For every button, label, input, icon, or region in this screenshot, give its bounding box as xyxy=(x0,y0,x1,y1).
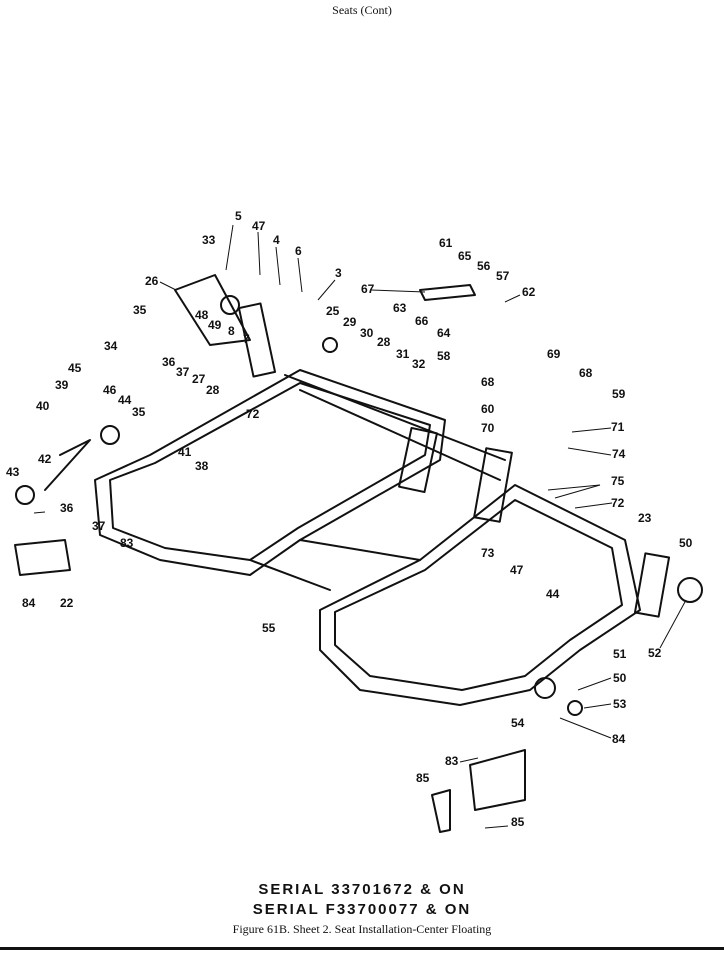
callout: 59 xyxy=(612,387,626,401)
callout: 25 xyxy=(326,304,340,318)
callout: 22 xyxy=(60,596,74,610)
callout: 45 xyxy=(68,361,82,375)
callout: 47 xyxy=(510,563,524,577)
callout: 83 xyxy=(120,536,134,550)
callout: 73 xyxy=(481,546,495,560)
callout: 29 xyxy=(343,315,357,329)
callout: 36 xyxy=(60,501,74,515)
callout: 85 xyxy=(416,771,430,785)
callout: 7 xyxy=(243,332,250,346)
callout: 33 xyxy=(202,233,216,247)
callout-labels: 5 47 33 4 6 3 26 48 49 8 7 25 29 30 35 3… xyxy=(6,209,693,829)
left-seat-frame xyxy=(94,369,446,576)
callout: 46 xyxy=(103,383,117,397)
callout: 54 xyxy=(511,716,525,730)
callout: 50 xyxy=(613,671,627,685)
figure-caption: Figure 61B. Sheet 2. Seat Installation-C… xyxy=(232,922,492,936)
callout: 32 xyxy=(412,357,426,371)
callout: 3 xyxy=(335,266,342,280)
callout: 50 xyxy=(679,536,693,550)
callout: 75 xyxy=(611,474,625,488)
callout: 39 xyxy=(55,378,69,392)
serial-line-2: SERIAL F33700077 & ON xyxy=(252,901,472,918)
callout: 35 xyxy=(133,303,147,317)
callout: 72 xyxy=(611,496,625,510)
callout: 42 xyxy=(38,452,52,466)
callout: 23 xyxy=(638,511,652,525)
callout: 84 xyxy=(22,596,36,610)
callout: 34 xyxy=(104,339,118,353)
bottom-rule xyxy=(0,947,724,950)
callout: 4 xyxy=(273,233,280,247)
callout: 68 xyxy=(579,366,593,380)
callout: 60 xyxy=(481,402,495,416)
callout: 63 xyxy=(393,301,407,315)
callout: 30 xyxy=(360,326,374,340)
callout: 58 xyxy=(437,349,451,363)
callout: 49 xyxy=(208,318,222,332)
callout: 5 xyxy=(235,209,242,223)
callout: 53 xyxy=(613,697,627,711)
callout: 40 xyxy=(36,399,50,413)
callout: 48 xyxy=(195,308,209,322)
callout: 8 xyxy=(228,324,235,338)
callout: 84 xyxy=(612,732,626,746)
callout: 70 xyxy=(481,421,495,435)
callout: 56 xyxy=(477,259,491,273)
callout: 28 xyxy=(206,383,220,397)
callout: 52 xyxy=(648,646,662,660)
callout: 65 xyxy=(458,249,472,263)
callout: 31 xyxy=(396,347,410,361)
callout: 38 xyxy=(195,459,209,473)
callout: 69 xyxy=(547,347,561,361)
callout: 72 xyxy=(246,407,260,421)
callout: 26 xyxy=(145,274,159,288)
callout: 37 xyxy=(176,365,190,379)
callout: 71 xyxy=(611,420,625,434)
serial-line-1: SERIAL 33701672 & ON xyxy=(258,881,466,898)
callout: 66 xyxy=(415,314,429,328)
right-seat-frame xyxy=(319,484,641,706)
callout: 36 xyxy=(162,355,176,369)
callout: 62 xyxy=(522,285,536,299)
callout: 28 xyxy=(377,335,391,349)
callout: 61 xyxy=(439,236,453,250)
callout: 35 xyxy=(132,405,146,419)
callout: 44 xyxy=(118,393,132,407)
callout: 67 xyxy=(361,282,375,296)
callout: 43 xyxy=(6,465,20,479)
callout: 64 xyxy=(437,326,451,340)
callout: 27 xyxy=(192,372,206,386)
callout: 57 xyxy=(496,269,510,283)
callout: 44 xyxy=(546,587,560,601)
callout: 68 xyxy=(481,375,495,389)
callout: 83 xyxy=(445,754,459,768)
callout: 41 xyxy=(178,445,192,459)
callout: 74 xyxy=(612,447,626,461)
callout: 51 xyxy=(613,647,627,661)
callout: 55 xyxy=(262,621,276,635)
page-header: Seats (Cont) xyxy=(332,3,392,17)
callout: 85 xyxy=(511,815,525,829)
callout: 6 xyxy=(295,244,302,258)
callout: 47 xyxy=(252,219,266,233)
callout: 37 xyxy=(92,519,106,533)
